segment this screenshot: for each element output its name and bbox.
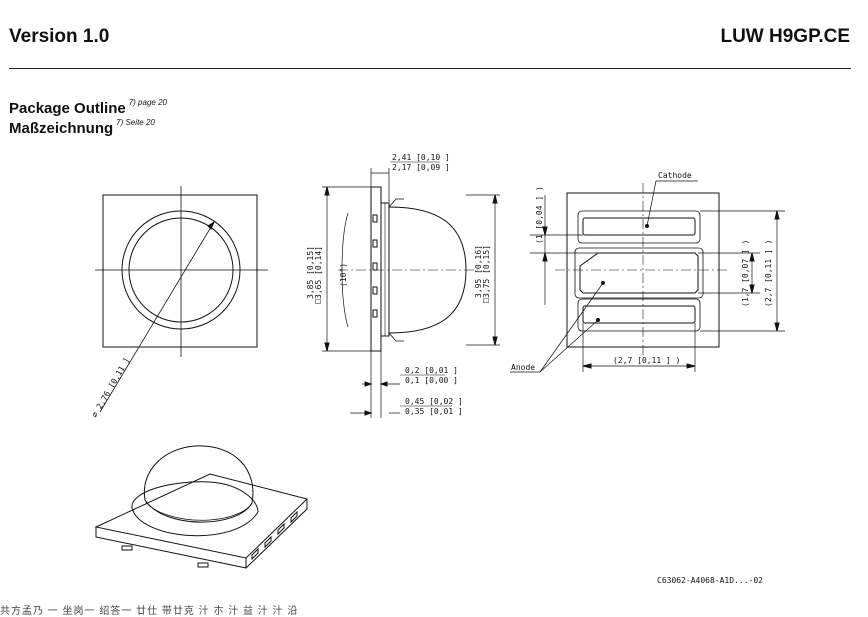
diameter-arrow xyxy=(207,220,216,230)
pad-height-1-label: (1,7 [0,07 ] ) xyxy=(741,240,750,307)
package-outline-title-text: Package Outline xyxy=(9,100,126,117)
pad-width-label: (2,7 [0,11 ] ) xyxy=(613,356,680,365)
angle-arc xyxy=(341,212,349,328)
base-dim-b: 0,35 [0,01 ] xyxy=(405,407,463,416)
lead-dim-a: 0,2 [0,01 ] xyxy=(405,366,458,375)
height-right-b: 3,75 [0,15] xyxy=(482,245,491,298)
version-label: Version 1.0 xyxy=(9,26,110,47)
top-view-outline xyxy=(102,194,258,348)
iso-shoulder xyxy=(131,481,259,537)
diameter-label: ⌀ 2,76 [0,11 ] xyxy=(90,356,132,419)
width-top-b: 2,17 [0,09 ] xyxy=(392,163,450,172)
cathode-label: Cathode xyxy=(658,171,692,180)
masszeichnung-footnote: 7) Seite 20 xyxy=(116,118,155,127)
pad-gap-label: (1 [0,04 ] ) xyxy=(535,186,544,244)
side-pad-2 xyxy=(372,239,378,248)
height-left-a: 3,85 [0,15] xyxy=(306,246,315,299)
height-right-a: 3,95 [0,16] xyxy=(474,245,483,298)
bottom-view: Cathode Anode (1 [0,04 ] ) (1,7 [0,07 ] … xyxy=(510,171,785,373)
isometric-view xyxy=(94,445,308,569)
pad-height-2-label: (2,7 [0,11 ] ) xyxy=(764,240,773,307)
iso-dome xyxy=(143,445,254,523)
side-pad-3 xyxy=(372,262,378,271)
masszeichnung-title-text: Maßzeichnung xyxy=(9,120,114,137)
width-top-a: 2,41 [0,10 ] xyxy=(392,153,450,162)
iso-pad-1 xyxy=(121,545,133,551)
top-view: ⌀ 2,76 [0,11 ] xyxy=(90,186,268,419)
side-pad-1 xyxy=(372,214,378,223)
drawing-code: C63062-A4068-A1D...-02 xyxy=(657,576,763,585)
base-dim-a: 0,45 [0,02 ] xyxy=(405,397,463,406)
lead-dim-b: 0,1 [0,00 ] xyxy=(405,376,458,385)
garbled-footer-line: 共方孟乃 一 坐岗一 绍答一 廿仕 带廿克 汁 朩 汁 益 汁 汁 沿 xyxy=(0,606,299,617)
iso-pad-2 xyxy=(197,562,209,568)
pad-center xyxy=(579,252,699,294)
iso-base-top xyxy=(94,473,308,559)
side-view: 2,41 [0,10 ] 2,17 [0,09 ] 3,85 [0,15] 3,… xyxy=(306,153,500,418)
angle-label: (10°) xyxy=(339,263,348,287)
anode-label: Anode xyxy=(511,363,535,372)
package-outline-footnote: 7) page 20 xyxy=(128,98,167,107)
side-pad-5 xyxy=(372,309,378,318)
side-pad-4 xyxy=(372,286,378,295)
header-divider xyxy=(9,68,851,69)
pad-top xyxy=(582,217,696,236)
height-left-square: □ xyxy=(313,299,322,304)
pad-bottom xyxy=(582,305,696,324)
diameter-leader xyxy=(99,221,215,413)
product-code: LUW H9GP.CE xyxy=(720,26,850,47)
height-left-b: 3,65 [0,14] xyxy=(314,246,323,299)
height-right-square: □ xyxy=(481,298,490,303)
